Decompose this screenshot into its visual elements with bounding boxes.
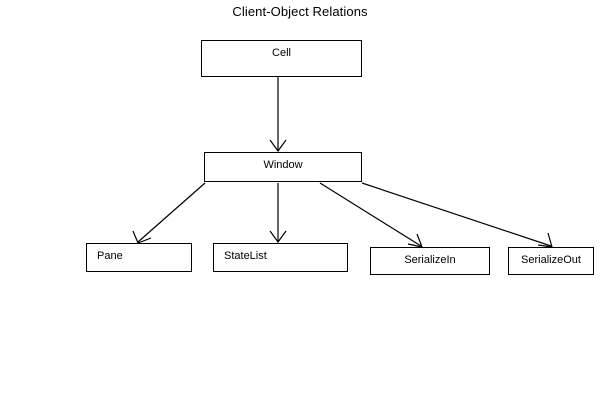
edge-window-to-statelist [269,183,287,244]
node-cell[interactable]: Cell [201,40,362,77]
edge-window-to-serializeout [361,182,553,248]
node-serializeout-label: SerializeOut [521,254,581,266]
node-pane-label: Pane [97,250,123,262]
node-window-label: Window [263,159,303,171]
edge-cell-to-window [269,77,287,153]
node-pane[interactable]: Pane [86,243,192,272]
node-serializein[interactable]: SerializeIn [370,247,490,275]
node-statelist[interactable]: StateList [213,243,348,272]
node-serializein-label: SerializeIn [404,254,456,266]
node-window[interactable]: Window [204,152,362,182]
edge-window-to-serializein [319,182,423,248]
node-serializeout[interactable]: SerializeOut [508,247,594,275]
page-title: Client-Object Relations [232,4,368,19]
node-statelist-label: StateList [224,250,267,262]
node-cell-label: Cell [272,47,291,59]
edge-window-to-pane [132,182,206,244]
